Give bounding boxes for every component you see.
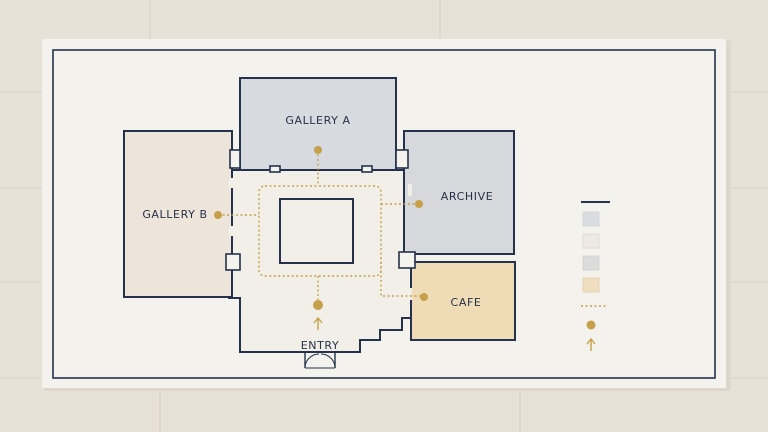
wall-openings bbox=[229, 178, 412, 300]
legend bbox=[581, 201, 610, 351]
marker-gallery-b[interactable] bbox=[214, 211, 222, 219]
location-markers bbox=[214, 146, 428, 310]
up-arrow-icon bbox=[313, 316, 323, 330]
up-arrow-icon bbox=[586, 337, 596, 351]
legend-swatch-gallery-b bbox=[582, 233, 600, 249]
marker-entry[interactable] bbox=[313, 300, 323, 310]
wayfinding-route bbox=[218, 150, 423, 300]
marker-gallery-a[interactable] bbox=[314, 146, 322, 154]
marker-cafe[interactable] bbox=[420, 293, 428, 301]
room-label-gallery-a: GALLERY A bbox=[285, 114, 350, 127]
legend-swatch-cafe bbox=[582, 277, 600, 293]
marker-archive[interactable] bbox=[415, 200, 423, 208]
floor-plan: GALLERY A GALLERY B ARCHIVE CAFE bbox=[123, 77, 516, 369]
location-dot-icon bbox=[586, 320, 596, 330]
central-atrium bbox=[279, 198, 354, 264]
room-cafe[interactable] bbox=[410, 261, 516, 341]
entry-door-icon[interactable] bbox=[304, 352, 336, 369]
corridor-floor bbox=[228, 169, 412, 353]
legend-swatch-gallery-a bbox=[582, 211, 600, 227]
entry-label: ENTRY bbox=[301, 339, 340, 352]
room-archive[interactable] bbox=[403, 130, 515, 255]
room-label-gallery-b: GALLERY B bbox=[142, 208, 207, 221]
legend-swatch-archive bbox=[582, 255, 600, 271]
sign-border bbox=[52, 49, 716, 379]
room-label-archive: ARCHIVE bbox=[441, 190, 494, 203]
room-gallery-b[interactable] bbox=[123, 130, 233, 298]
room-label-cafe: CAFE bbox=[451, 296, 482, 309]
door-jambs bbox=[225, 149, 416, 271]
